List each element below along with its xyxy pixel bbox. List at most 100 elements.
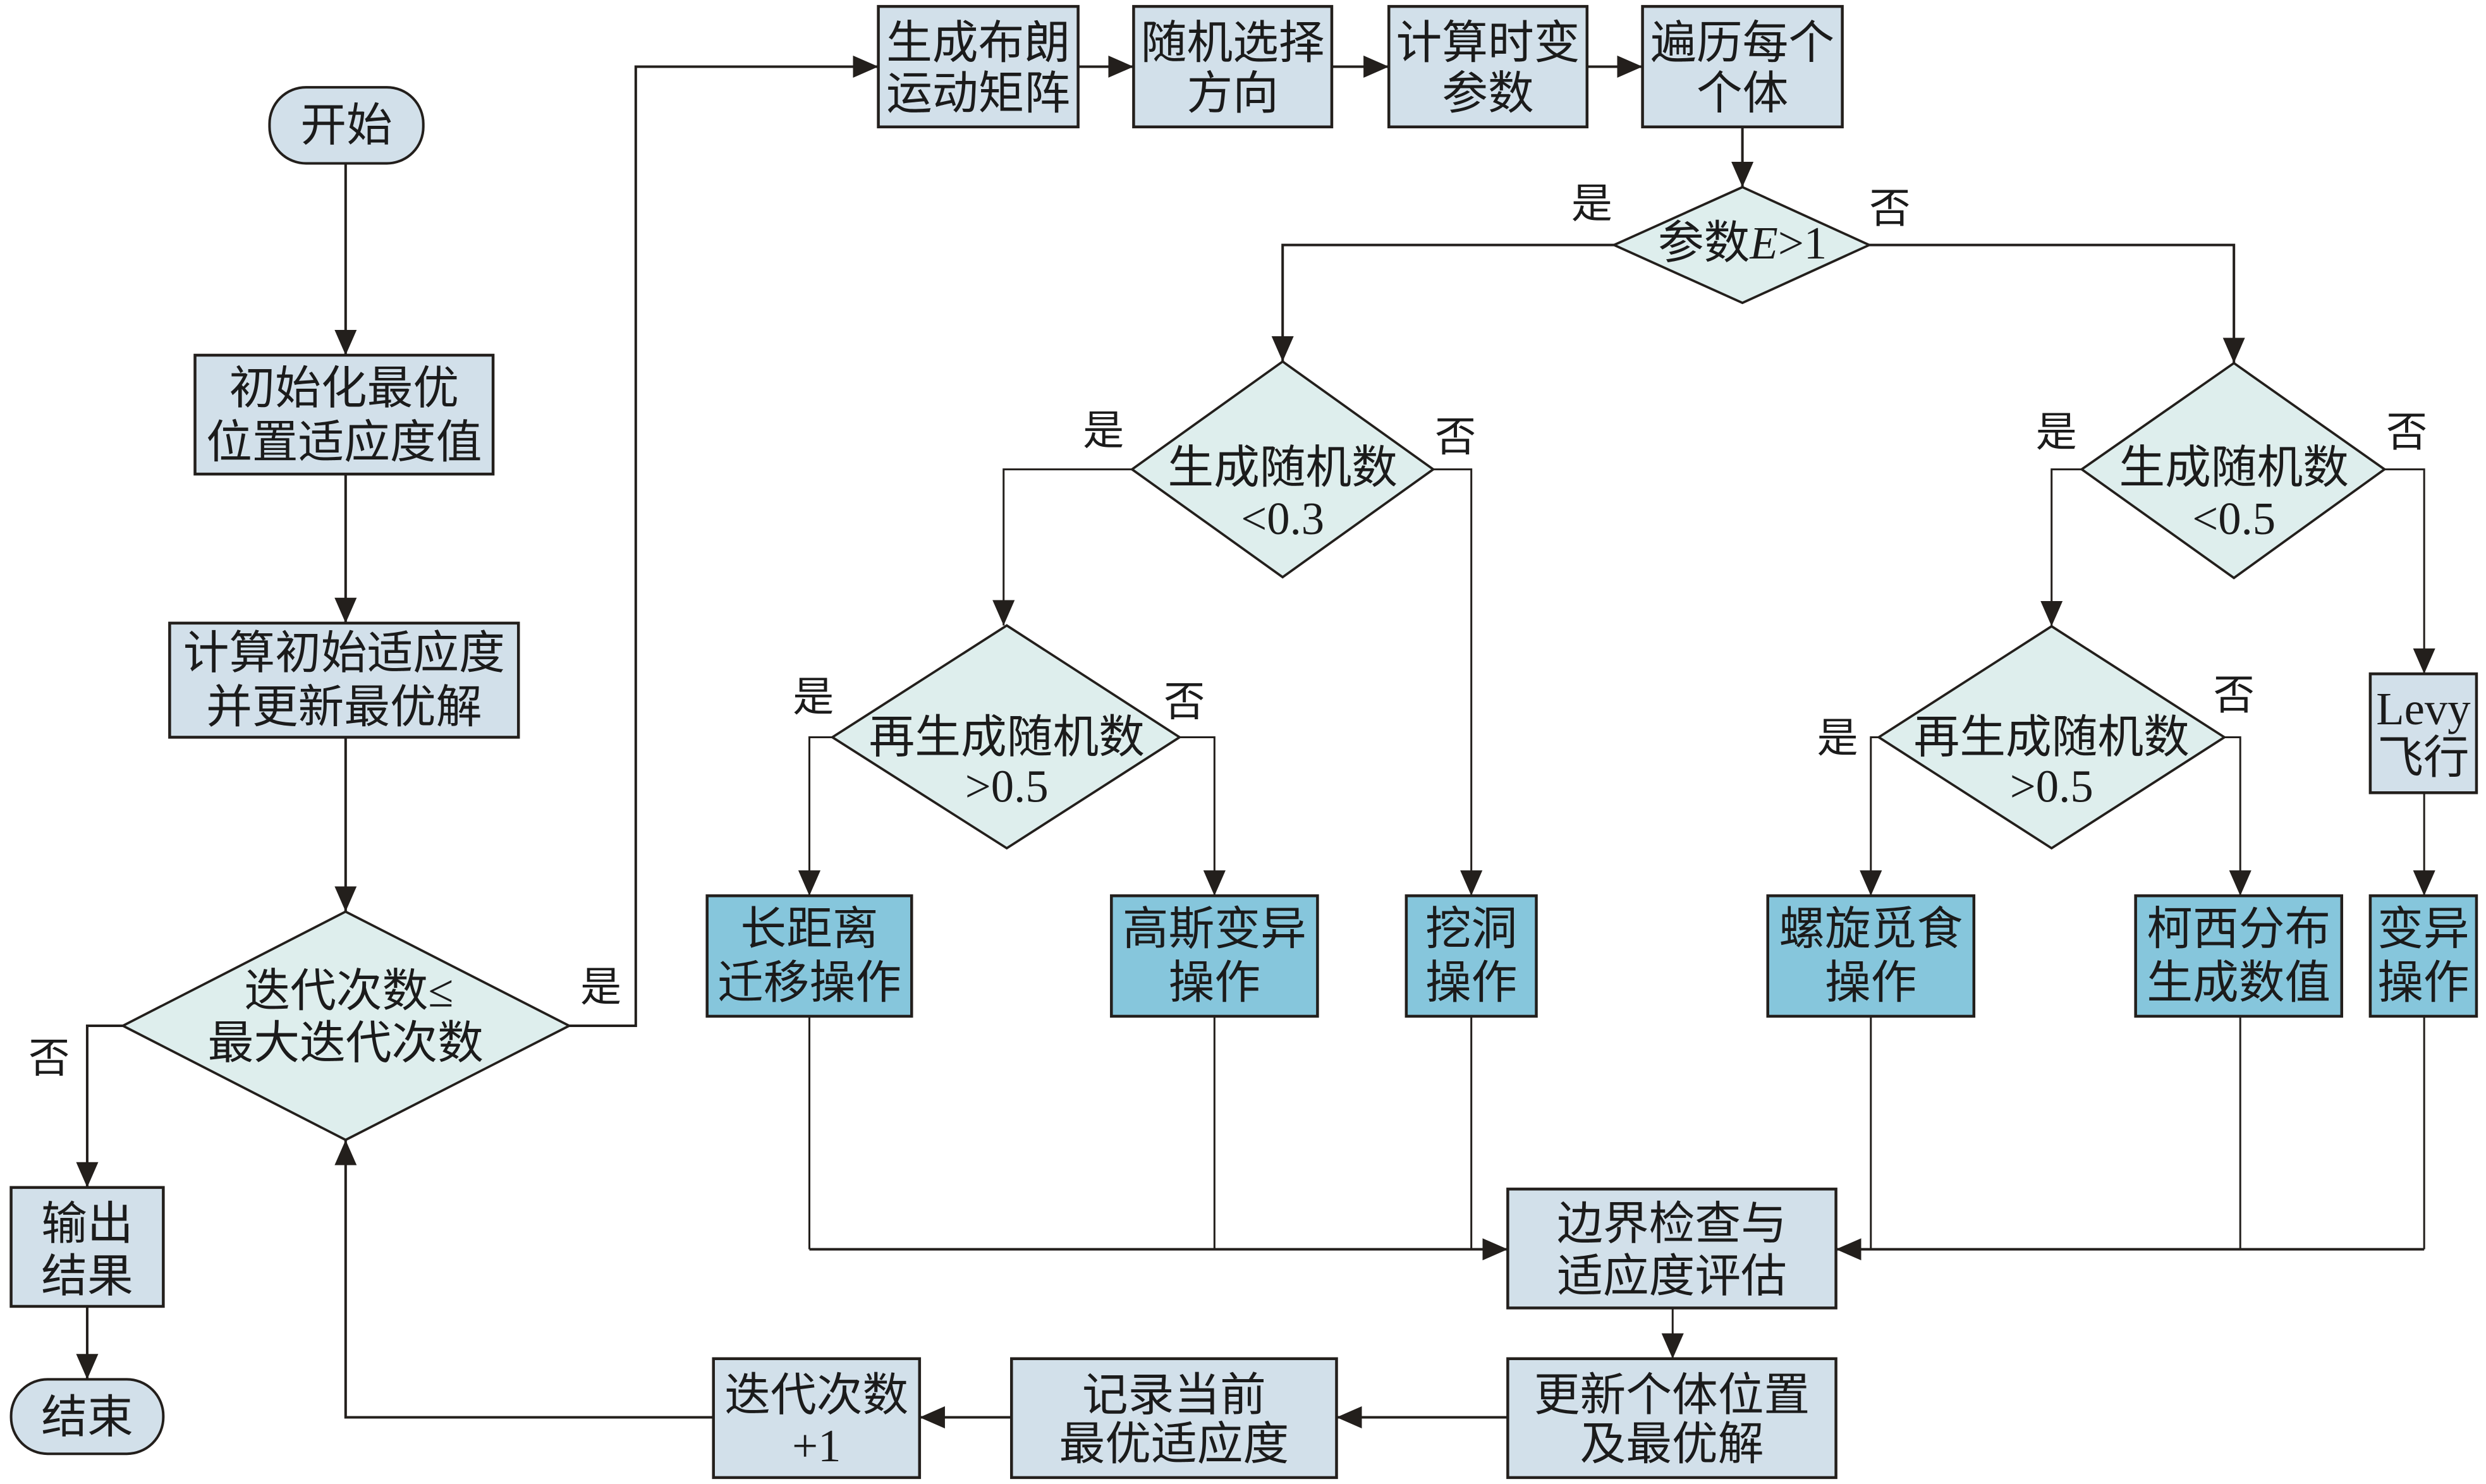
operation-box bbox=[2368, 894, 2478, 1018]
node-label: 再生成随机数 bbox=[869, 712, 1145, 763]
node-label: 再生成随机数 bbox=[1914, 712, 2190, 763]
node-param-e-check: 参数E>1 bbox=[1611, 186, 1872, 305]
branch-label-yes: 是 bbox=[1571, 182, 1612, 228]
node-mutation: 变异 操作 bbox=[2368, 894, 2478, 1018]
node-calc-initial-fitness: 计算初始适应度 并更新最优解 bbox=[168, 621, 520, 739]
node-rand-gt-0-5-right: 再生成随机数 >0.5 bbox=[1876, 624, 2227, 850]
node-label: 更新个体位置 bbox=[1534, 1370, 1810, 1421]
node-label: 边界检查与 bbox=[1557, 1198, 1787, 1250]
node-gaussian-mutation: 高斯变异 操作 bbox=[1110, 894, 1319, 1018]
label-suffix: >1 bbox=[1778, 217, 1827, 268]
node-label: 操作 bbox=[2377, 958, 2469, 1009]
node-label: 操作 bbox=[1425, 958, 1517, 1009]
node-label: 运动矩阵 bbox=[886, 68, 1070, 119]
process-box bbox=[1387, 4, 1589, 129]
node-label: <0.5 bbox=[2192, 493, 2276, 544]
edge-rand-0-3-yes bbox=[992, 468, 1132, 626]
edges bbox=[76, 55, 2435, 1429]
node-label: 并更新最优解 bbox=[206, 681, 482, 733]
decision-diamond bbox=[2080, 362, 2387, 580]
branch-label-yes: 是 bbox=[793, 675, 834, 721]
decision-diamond bbox=[1876, 624, 2227, 850]
edge-left-gt-0-5-yes-to-migration bbox=[798, 736, 832, 896]
label-variable: E bbox=[1749, 217, 1777, 268]
node-label: 方向 bbox=[1186, 68, 1278, 119]
branch-label-no: 否 bbox=[1164, 679, 1205, 725]
node-label: 生成数值 bbox=[2147, 958, 2331, 1009]
node-label: 输出 bbox=[41, 1198, 133, 1250]
process-box bbox=[1132, 4, 1334, 129]
branch-labels: 是 否 是 否 是 否 是 否 是 否 是 否 bbox=[28, 182, 2427, 1082]
node-end: 结束 bbox=[9, 1378, 165, 1456]
branch-label-no: 否 bbox=[2386, 410, 2427, 456]
node-label: 最优适应度 bbox=[1059, 1419, 1289, 1470]
decision-diamond bbox=[1130, 360, 1435, 579]
node-label: 高斯变异 bbox=[1123, 903, 1307, 954]
node-label: 柯西分布 bbox=[2147, 903, 2331, 954]
edge-right-gt-0-5-yes-to-spiral bbox=[1860, 736, 1882, 896]
node-label: 及最优解 bbox=[1580, 1419, 1764, 1470]
node-brownian-matrix: 生成布朗 运动矩阵 bbox=[877, 4, 1080, 129]
process-box bbox=[1506, 1357, 1837, 1480]
node-label: 随机选择 bbox=[1141, 17, 1325, 68]
branch-label-no: 否 bbox=[2214, 673, 2255, 719]
node-record-best: 记录当前 最优适应度 bbox=[1010, 1357, 1338, 1480]
node-label: <0.3 bbox=[1241, 493, 1324, 544]
branch-label-yes: 是 bbox=[2036, 410, 2077, 456]
node-spiral-foraging: 螺旋觅食 操作 bbox=[1766, 894, 1976, 1018]
edge-e-no-to-rand-0-5 bbox=[1869, 243, 2245, 363]
node-iteration-increment: 迭代次数 +1 bbox=[712, 1357, 922, 1480]
terminal-shape bbox=[268, 86, 425, 165]
node-label: 记录当前 bbox=[1082, 1370, 1266, 1421]
label-prefix: 参数 bbox=[1658, 217, 1750, 268]
node-label: Levy bbox=[2376, 683, 2471, 734]
edge-increment-to-iteration-check bbox=[334, 1140, 714, 1419]
process-box bbox=[9, 1186, 165, 1308]
operation-box bbox=[1404, 894, 1538, 1018]
node-label: 操作 bbox=[1169, 958, 1260, 1009]
process-box bbox=[168, 621, 520, 739]
branch-label-yes: 是 bbox=[580, 965, 621, 1011]
node-label: 结果 bbox=[41, 1251, 133, 1302]
node-label: 操作 bbox=[1825, 958, 1916, 1009]
node-label: 生成随机数 bbox=[1167, 442, 1398, 494]
process-box bbox=[712, 1357, 922, 1480]
node-label: 个体 bbox=[1697, 68, 1788, 119]
node-label: 参数E>1 bbox=[1658, 217, 1827, 268]
branch-label-yes: 是 bbox=[1817, 716, 1858, 762]
node-label: 计算时变 bbox=[1396, 17, 1580, 68]
edge-iteration-yes-to-brownian bbox=[569, 55, 879, 1027]
node-label: >0.5 bbox=[965, 761, 1049, 812]
operation-box bbox=[1110, 894, 1319, 1018]
node-label: 长距离 bbox=[740, 903, 878, 954]
node-long-distance-migration: 长距离 迁移操作 bbox=[705, 894, 913, 1018]
node-label: 参数 bbox=[1442, 68, 1533, 119]
branch-label-no: 否 bbox=[1435, 415, 1476, 460]
node-output-result: 输出 结果 bbox=[9, 1186, 165, 1308]
process-box bbox=[1010, 1357, 1338, 1480]
node-label: 开始 bbox=[300, 100, 392, 151]
branch-label-no: 否 bbox=[1869, 186, 1910, 232]
edge-iteration-no-to-output bbox=[76, 1024, 123, 1188]
node-label: 生成布朗 bbox=[886, 17, 1070, 68]
node-boundary-check: 边界检查与 适应度评估 bbox=[1506, 1188, 1837, 1310]
decision-diamond bbox=[120, 910, 572, 1141]
node-random-direction: 随机选择 方向 bbox=[1132, 4, 1334, 129]
decision-diamond bbox=[1611, 186, 1872, 305]
process-box bbox=[1641, 4, 1844, 129]
operation-box bbox=[1766, 894, 1976, 1018]
branch-label-yes: 是 bbox=[1083, 408, 1124, 454]
node-label: +1 bbox=[792, 1420, 841, 1471]
operation-box bbox=[705, 894, 913, 1018]
process-box bbox=[1506, 1188, 1837, 1310]
node-label: 结束 bbox=[41, 1392, 133, 1443]
node-iteration-check: 迭代次数≤ 最大迭代次数 bbox=[120, 910, 572, 1141]
node-label: 生成随机数 bbox=[2119, 442, 2349, 494]
node-label: 适应度评估 bbox=[1557, 1251, 1787, 1302]
node-time-varying-params: 计算时变 参数 bbox=[1387, 4, 1589, 129]
node-start: 开始 bbox=[268, 86, 425, 165]
terminal-shape bbox=[9, 1378, 165, 1456]
node-label: 变异 bbox=[2377, 903, 2469, 954]
node-label: >0.5 bbox=[2010, 761, 2093, 812]
node-label: 计算初始适应度 bbox=[183, 628, 505, 679]
